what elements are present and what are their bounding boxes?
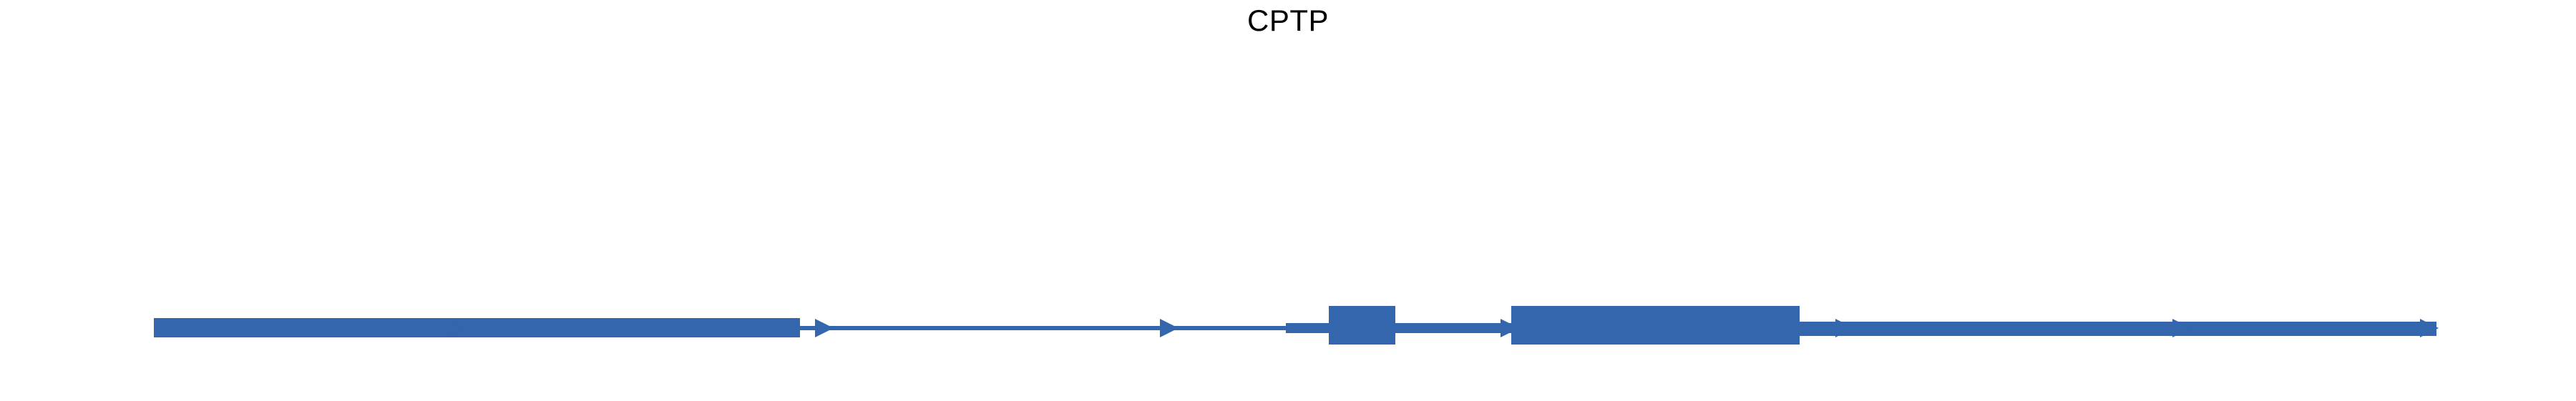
exons-layer: [1329, 306, 1800, 345]
transcript-segment: [1395, 323, 1511, 333]
strand-direction-arrow-icon: [2172, 319, 2191, 337]
page-title: CPTP: [1246, 4, 1329, 37]
segments-layer: [154, 318, 2436, 337]
exon-box: [1329, 306, 1395, 345]
strand-direction-arrow-icon: [815, 319, 834, 337]
strand-direction-arrow-icon: [1835, 319, 1854, 337]
transcript-segment: [154, 318, 800, 337]
strand-direction-arrow-icon: [1501, 319, 1519, 337]
strand-direction-arrow-icon: [447, 319, 465, 337]
transcript-segment: [800, 326, 1286, 330]
strand-direction-arrow-icon: [243, 319, 261, 337]
transcript-terminus-arrow-icon: [2420, 319, 2439, 337]
exon-box: [1511, 306, 1800, 345]
strand-direction-arrow-icon: [1160, 319, 1179, 337]
transcript-segment: [1800, 322, 2436, 336]
transcript-segment: [1286, 323, 1329, 333]
arrows-layer: [243, 319, 2439, 337]
